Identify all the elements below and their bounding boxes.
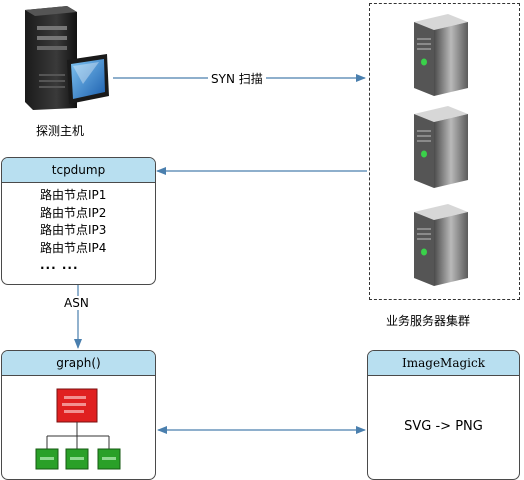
- graph-card: graph(): [1, 350, 156, 480]
- tcpdump-card: tcpdump 路由节点IP1 路由节点IP2 路由节点IP3 路由节点IP4 …: [1, 157, 156, 285]
- desktop-computer-icon: [25, 6, 109, 110]
- probe-host-label: 探测主机: [36, 124, 85, 138]
- server-tower-icon: [414, 204, 468, 286]
- asn-label: ASN: [62, 296, 91, 310]
- route-node-list: 路由节点IP1 路由节点IP2 路由节点IP3 路由节点IP4 ... ...: [2, 183, 155, 275]
- tree-diagram: [35, 388, 121, 470]
- route-node-item: 路由节点IP3: [40, 223, 107, 237]
- route-node-item: 路由节点IP1: [40, 188, 107, 202]
- server-tower-icon: [414, 106, 468, 188]
- imagemagick-card: ImageMagick SVG -> PNG: [367, 350, 520, 480]
- syn-scan-label: SYN 扫描: [208, 70, 266, 87]
- route-node-item: 路由节点IP2: [40, 205, 107, 220]
- server-cluster-zone: [369, 3, 520, 300]
- server-tower-icon: [414, 14, 468, 96]
- server-cluster-label: 业务服务器集群: [386, 314, 471, 328]
- conversion-text: SVG -> PNG: [404, 419, 483, 434]
- ellipsis: ... ...: [40, 258, 79, 272]
- tcpdump-title: tcpdump: [2, 158, 155, 183]
- imagemagick-title: ImageMagick: [368, 351, 519, 376]
- graph-title: graph(): [2, 351, 155, 376]
- route-node-item: 路由节点IP4: [40, 240, 107, 255]
